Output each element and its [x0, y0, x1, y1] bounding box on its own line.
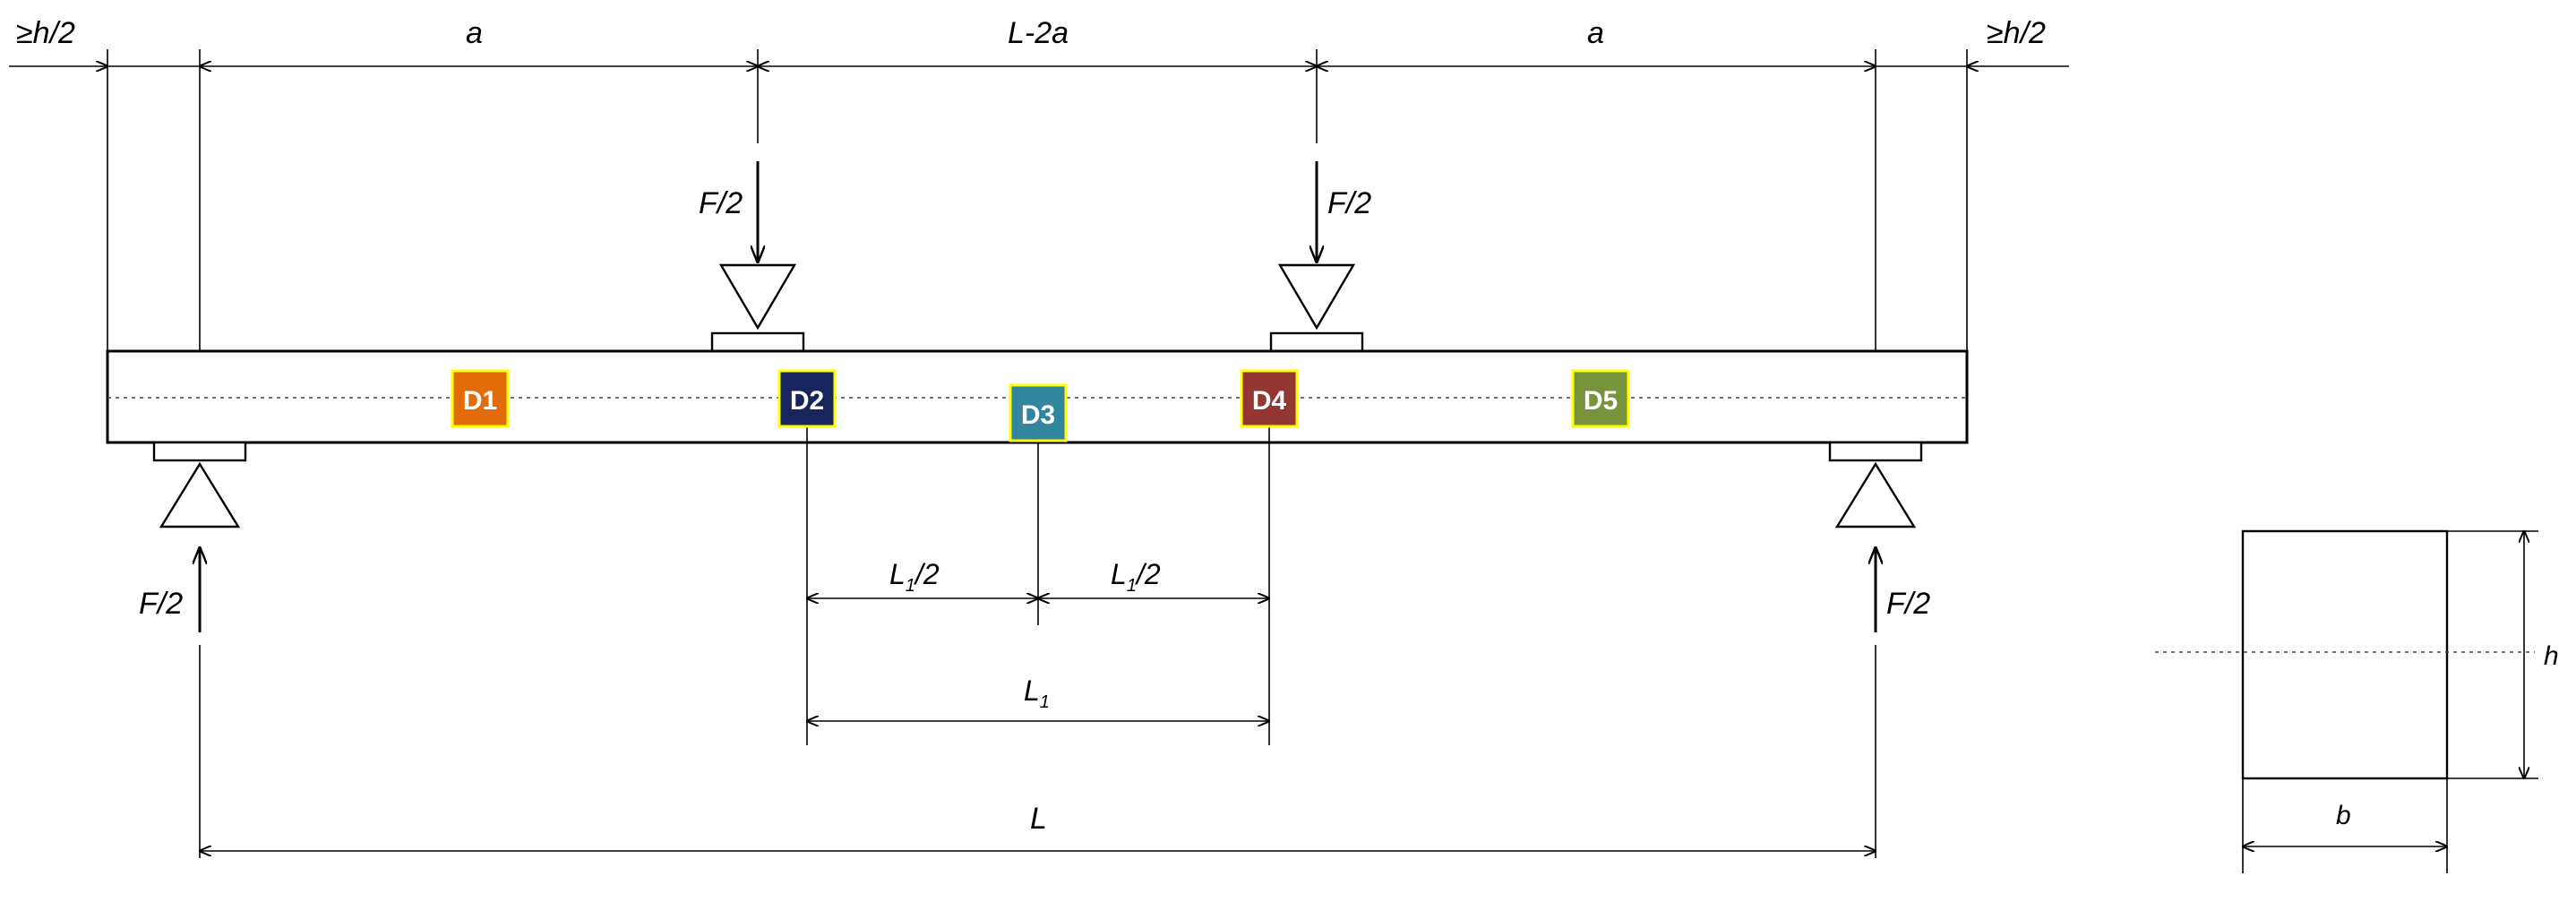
load-plate-right — [1269, 331, 1364, 353]
cross-section: h b — [2155, 529, 2559, 873]
height-label: h — [2544, 641, 2559, 671]
half-gauge-right-label: L1/2 — [1111, 558, 1161, 596]
sensor-d3: D3 — [1009, 383, 1068, 442]
middle-span-label: L-2a — [1008, 16, 1069, 50]
support-left: F/2 — [139, 441, 247, 632]
sensor-d2-box — [777, 369, 837, 428]
support-plate-right — [1828, 441, 1923, 462]
sensor-d4-label: D4 — [1252, 386, 1287, 416]
overhang-right-label: ≥h/2 — [1987, 16, 2046, 50]
sensor-d1-label: D1 — [463, 386, 497, 416]
reaction-right-label: F/2 — [1886, 587, 1930, 621]
load-left-label: F/2 — [699, 186, 743, 220]
cross-section-outline — [2241, 529, 2449, 780]
width-label: b — [2336, 801, 2351, 830]
sensor-d5-box — [1571, 369, 1630, 428]
load-point-left: F/2 — [699, 161, 805, 353]
shear-span-left-label: a — [466, 16, 483, 50]
top-dimension-chain: ≥h/2 a L-2a a ≥h/2 — [9, 16, 2069, 448]
sensor-d2-label: D2 — [790, 386, 824, 416]
sensor-d2: D2 — [777, 369, 837, 428]
sensor-d4-box — [1240, 369, 1299, 428]
load-point-right: F/2 — [1269, 161, 1371, 353]
shear-span-right-label: a — [1587, 16, 1604, 50]
sensor-d5-label: D5 — [1584, 386, 1618, 416]
support-plate-left — [152, 441, 247, 462]
half-gauge-left-label: L1/2 — [889, 558, 940, 596]
load-plate-left — [710, 331, 805, 353]
reaction-left-label: F/2 — [139, 587, 183, 621]
overhang-left-label: ≥h/2 — [16, 16, 75, 50]
load-wedge-right — [1277, 263, 1356, 331]
sensor-d5: D5 — [1571, 369, 1630, 428]
load-right-label: F/2 — [1327, 186, 1371, 220]
support-right: F/2 — [1828, 441, 1930, 632]
sensor-d1: D1 — [451, 369, 510, 428]
gauge-dimensions: L1/2 L1/2 L1 — [807, 558, 1269, 721]
sensor-d1-box — [451, 369, 510, 428]
sensor-d4: D4 — [1240, 369, 1299, 428]
span-dimension: L — [200, 645, 1876, 858]
gauge-length-label: L1 — [1024, 674, 1050, 712]
sensor-d3-box — [1009, 383, 1068, 442]
support-roller-right — [1834, 461, 1917, 528]
support-roller-left — [159, 461, 241, 528]
span-label: L — [1030, 802, 1047, 836]
load-wedge-left — [718, 263, 797, 331]
sensor-d3-label: D3 — [1021, 400, 1055, 430]
